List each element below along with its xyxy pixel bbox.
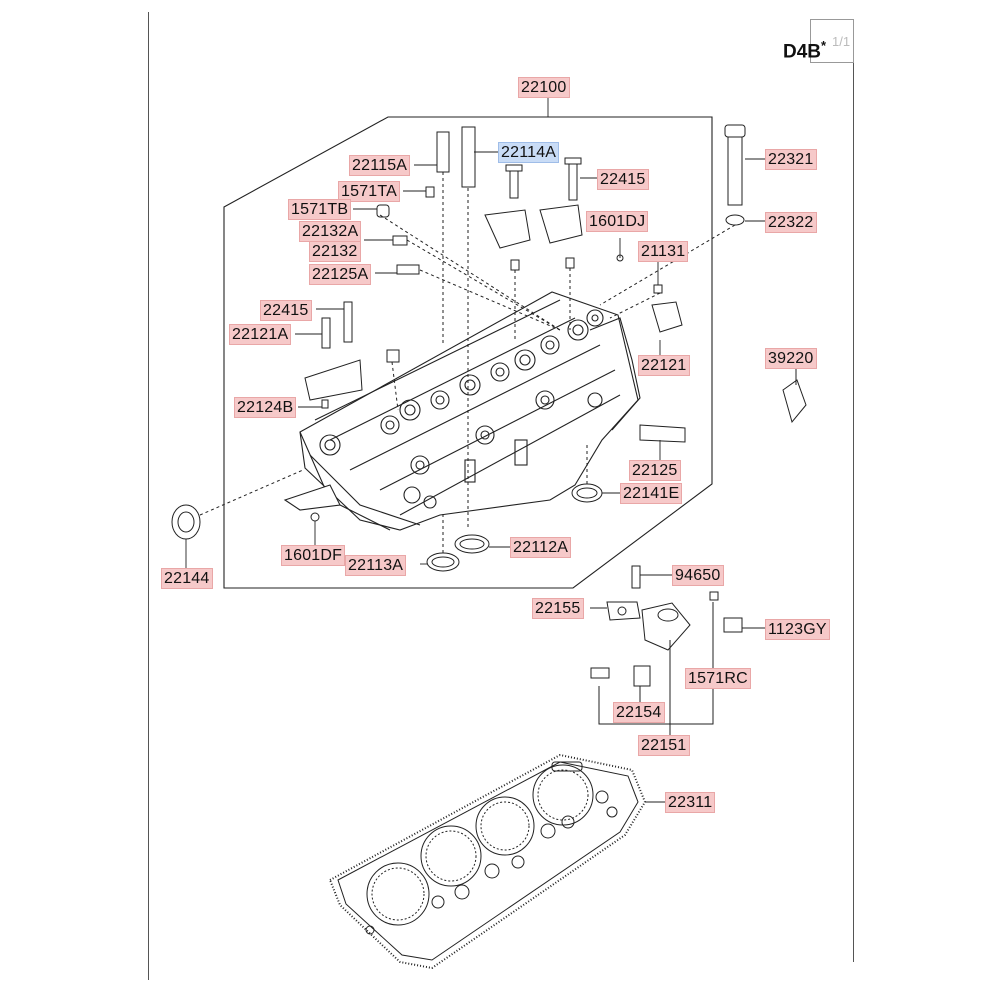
part-label-22125[interactable]: 22125	[629, 460, 681, 481]
part-label-1571TA[interactable]: 1571TA	[338, 181, 401, 202]
part-label-22112A[interactable]: 22112A	[510, 537, 572, 558]
part-label-22121[interactable]: 22121	[638, 355, 690, 376]
leader-lines	[185, 96, 765, 803]
part-label-1571TB[interactable]: 1571TB	[288, 199, 352, 220]
part-label-39220[interactable]: 39220	[765, 348, 817, 369]
part-label-22132[interactable]: 22132	[309, 241, 361, 262]
part-label-22311[interactable]: 22311	[665, 792, 716, 813]
small-fittings	[376, 186, 736, 333]
part-label-22415-left[interactable]: 22415	[260, 300, 312, 321]
part-label-22141E[interactable]: 22141E	[620, 483, 683, 504]
part-label-1601DF[interactable]: 1601DF	[281, 545, 346, 566]
part-label-22321[interactable]: 22321	[765, 149, 817, 170]
page-indicator-box	[810, 19, 854, 63]
top-bolts	[484, 157, 583, 340]
part-label-94650[interactable]: 94650	[672, 565, 724, 586]
long-bolt-22321	[724, 124, 746, 226]
part-label-22154[interactable]: 22154	[613, 702, 665, 723]
part-label-1601DJ[interactable]: 1601DJ	[586, 211, 649, 232]
part-label-22125A[interactable]: 22125A	[309, 264, 372, 285]
water-outlet-group	[590, 565, 743, 736]
part-label-22151[interactable]: 22151	[638, 735, 690, 756]
part-label-22113A[interactable]: 22113A	[345, 555, 407, 576]
cylinder-head	[283, 291, 641, 531]
part-label-22121A[interactable]: 22121A	[229, 324, 292, 345]
left-margin-line	[148, 12, 149, 980]
page-indicator: 1/1	[832, 34, 851, 49]
part-label-22415-top[interactable]: 22415	[597, 169, 649, 190]
part-label-22144[interactable]: 22144	[161, 568, 213, 589]
part-label-22124B[interactable]: 22124B	[234, 397, 297, 418]
part-label-22115A[interactable]: 22115A	[349, 155, 411, 176]
part-label-22114A[interactable]: 22114A	[498, 142, 560, 163]
right-margin-line	[853, 62, 854, 962]
part-label-21131[interactable]: 21131	[638, 241, 689, 262]
part-label-22155[interactable]: 22155	[532, 598, 584, 619]
valve-guides	[436, 126, 476, 530]
assembly-frame	[223, 116, 713, 589]
head-gasket	[328, 753, 647, 970]
part-label-22322[interactable]: 22322	[765, 212, 817, 233]
part-label-1123GY[interactable]: 1123GY	[765, 619, 830, 640]
part-label-1571RC[interactable]: 1571RC	[685, 668, 751, 689]
part-label-22100[interactable]: 22100	[518, 77, 570, 98]
part-label-22132A[interactable]: 22132A	[299, 221, 362, 242]
right-side-parts	[171, 368, 807, 572]
model-code: D4B*	[783, 38, 827, 63]
